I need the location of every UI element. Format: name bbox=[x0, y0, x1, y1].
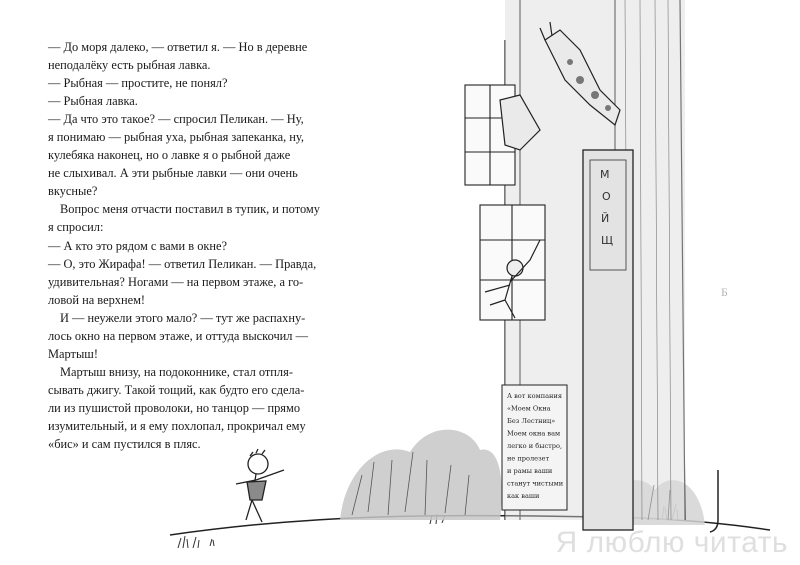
text-line: Мартыш внизу, на подоконнике, стал отпля… bbox=[60, 364, 293, 379]
text-line: — А кто это рядом с вами в окне? bbox=[48, 238, 228, 253]
door-sign-letter: М bbox=[600, 168, 610, 181]
poster-line: как ваши bbox=[507, 492, 540, 500]
poster-line: станут чистыми bbox=[507, 480, 564, 488]
door-sign-letter: Щ bbox=[601, 234, 613, 247]
left-page: — До моря далеко, — ответил я. — Но в де… bbox=[48, 38, 378, 453]
text-line: удивительная? Ногами — на первом этаже, … bbox=[48, 274, 304, 289]
text-line: сывать джигу. Такой тощий, как будто его… bbox=[48, 382, 305, 397]
text-line: ловой на верхнем! bbox=[48, 292, 146, 307]
text-line: — До моря далеко, — ответил я. — Но в де… bbox=[48, 40, 308, 54]
drainpipe bbox=[709, 470, 719, 533]
door-sign-letter: О bbox=[602, 190, 611, 203]
poster-line: Моем окна вам bbox=[507, 430, 560, 438]
poster bbox=[501, 384, 568, 511]
monkey bbox=[484, 239, 541, 319]
text-line: неподалёку есть рыбная лавка. bbox=[48, 58, 211, 73]
story-text: — До моря далеко, — ответил я. — Но в де… bbox=[48, 38, 378, 453]
text-line: я спросил: bbox=[48, 220, 104, 235]
dancing-boy bbox=[235, 448, 285, 523]
door bbox=[582, 149, 634, 531]
margin-glyph: Б bbox=[721, 285, 728, 299]
text-line: — Рыбная лавка. bbox=[48, 94, 138, 109]
text-line: вкусные? bbox=[48, 184, 98, 199]
text-line: кулебяка наконец, но о лавке я о рыбной … bbox=[48, 148, 291, 163]
text-line: И — неужели этого мало? — тут же распахн… bbox=[60, 310, 306, 325]
text-line: Вопрос меня отчасти поставил в тупик, и … bbox=[60, 202, 320, 217]
text-line: — Да что это такое? — спросил Пеликан. —… bbox=[48, 112, 304, 127]
door-sign-glyphs: М О Й Щ bbox=[600, 168, 613, 247]
text-line: — Рыбная — простите, не понял? bbox=[48, 76, 228, 91]
door-inner-panel bbox=[589, 159, 627, 271]
text-line: лось окно на первом этаже, и оттуда выск… bbox=[48, 328, 308, 343]
poster-line: легко и быстро, bbox=[507, 442, 562, 450]
poster-line: А вот компания bbox=[507, 392, 562, 400]
text-line: «бис» и сам пустился в пляс. bbox=[48, 437, 201, 452]
text-line: — О, это Жирафа! — ответил Пеликан. — Пр… bbox=[48, 256, 317, 271]
watermark: Я люблю читать bbox=[555, 526, 788, 559]
poster-line: Без Лестниц» bbox=[507, 417, 555, 425]
text-line: я понимаю — рыбная уха, рыбная запеканка… bbox=[48, 130, 304, 145]
poster-line: и рамы ваши bbox=[507, 467, 553, 475]
text-line: Мартыш! bbox=[48, 346, 98, 361]
text-line: ли из пушистой проволоки, но танцор — пр… bbox=[48, 400, 301, 415]
poster-line: «Моем Окна bbox=[507, 405, 551, 413]
door-sign-letter: Й bbox=[601, 212, 609, 225]
text-line: изумительный, и я ему похлопал, прокрича… bbox=[48, 418, 306, 433]
text-line: не слыхивал. А эти рыбные лавки — они оч… bbox=[48, 166, 298, 181]
giraffe bbox=[499, 21, 621, 151]
poster-line: не пролезет bbox=[507, 455, 550, 463]
